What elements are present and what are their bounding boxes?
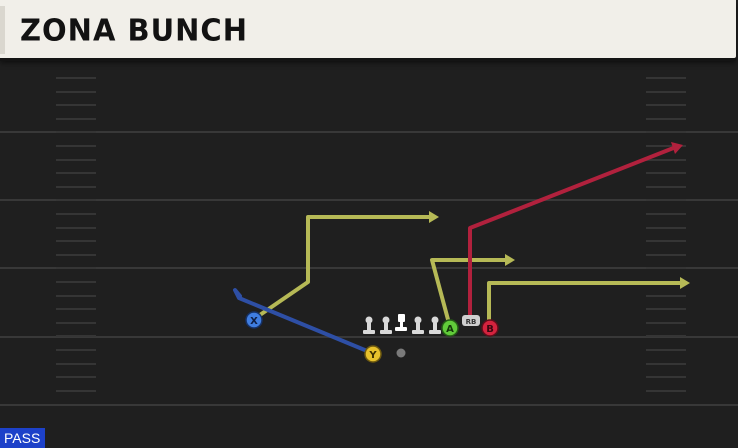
route-x: [252, 215, 434, 321]
receiver-b-label: B: [486, 324, 494, 335]
receiver-x[interactable]: X: [245, 311, 263, 329]
play-type-badge: PASS: [0, 428, 46, 448]
receiver-b[interactable]: B: [481, 319, 499, 337]
hash-marks-left: [56, 77, 96, 392]
route-y: [233, 288, 374, 355]
route-a-arrowhead: [505, 254, 515, 266]
title-bar-edge: [0, 6, 5, 54]
route-x-arrowhead: [429, 211, 439, 223]
receiver-y[interactable]: Y: [364, 345, 382, 363]
running-back-icon[interactable]: RB: [462, 315, 480, 326]
routes: [233, 142, 690, 355]
route-b-primary-arrowhead: [671, 142, 683, 154]
center-icon: [395, 314, 407, 331]
yard-lines: [0, 131, 738, 406]
lineman-icon: [412, 316, 424, 334]
lineman-icon: [380, 316, 392, 334]
route-b-primary: [468, 145, 678, 322]
play-title-bar: ZONA BUNCH: [0, 0, 736, 58]
quarterback-icon[interactable]: [396, 348, 406, 358]
offensive-line: [363, 314, 441, 334]
running-back-label: RB: [466, 318, 477, 326]
receiver-a[interactable]: A: [441, 319, 459, 337]
route-b-secondary-arrowhead: [680, 277, 690, 289]
receiver-x-label: X: [250, 316, 258, 327]
route-b-secondary: [487, 281, 685, 322]
lineman-icon: [363, 316, 375, 334]
receiver-a-label: A: [446, 324, 454, 335]
receiver-y-label: Y: [368, 350, 377, 361]
play-title: ZONA BUNCH: [20, 12, 248, 48]
route-a: [430, 258, 510, 329]
lineman-icon: [429, 316, 441, 334]
